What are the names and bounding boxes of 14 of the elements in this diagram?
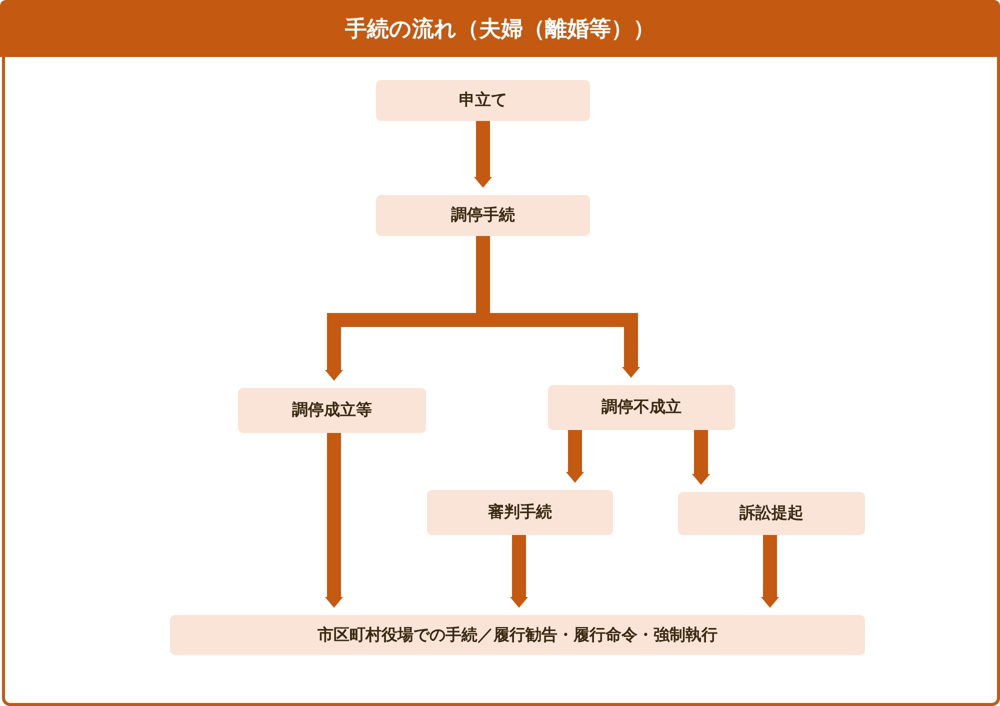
process-box: 申立て xyxy=(376,80,590,121)
process-box: 審判手続 xyxy=(427,490,613,535)
process-box: 市区町村役場での手続／履行勧告・履行命令・強制執行 xyxy=(170,615,865,655)
process-box: 調停成立等 xyxy=(238,388,426,433)
arrow xyxy=(325,433,343,608)
arrow xyxy=(566,430,584,483)
arrow xyxy=(474,121,492,188)
arrow xyxy=(761,535,779,608)
process-box: 調停手続 xyxy=(376,195,590,236)
process-box: 調停不成立 xyxy=(548,385,735,430)
arrow xyxy=(692,430,710,485)
process-box: 訴訟提起 xyxy=(678,492,865,535)
title: 手続の流れ（夫婦（離婚等）） xyxy=(344,16,656,44)
arrow xyxy=(510,535,528,608)
